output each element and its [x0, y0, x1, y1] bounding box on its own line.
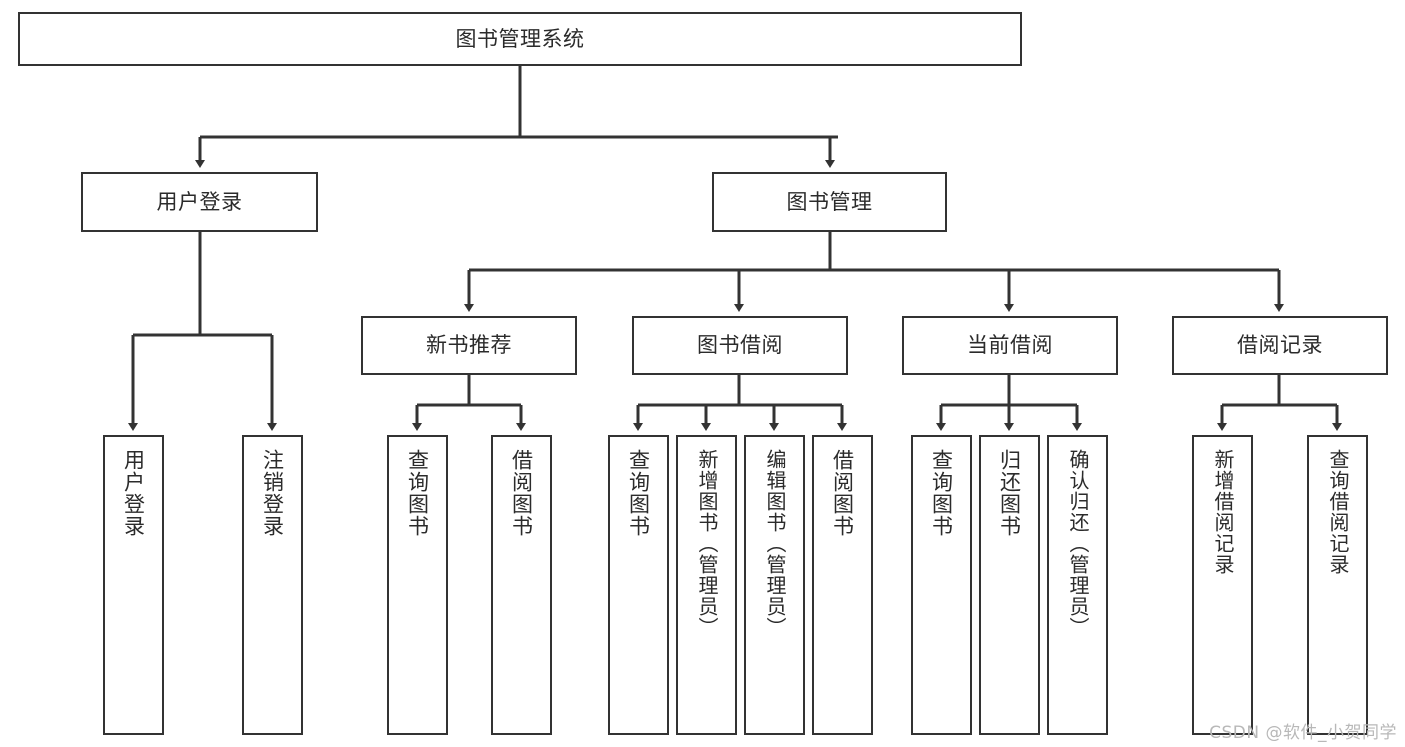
node-label: 新增图书（管理员）	[695, 449, 719, 638]
node-label: 图书借阅	[697, 333, 783, 358]
leaf-confirm-return-admin[interactable]: 确认归还（管理员）	[1047, 435, 1108, 735]
node-book-management[interactable]: 图书管理	[712, 172, 947, 232]
leaf-add-borrow-record[interactable]: 新增借阅记录	[1192, 435, 1253, 735]
leaf-query-borrow-record[interactable]: 查询借阅记录	[1307, 435, 1368, 735]
watermark-text: CSDN @软件_小贺同学	[1209, 723, 1397, 743]
node-label: 查询图书	[626, 449, 651, 537]
node-label: 查询图书	[929, 449, 954, 537]
node-label: 图书管理	[786, 189, 873, 214]
node-user-login[interactable]: 用户登录	[81, 172, 318, 232]
leaf-borrow-book-recommend[interactable]: 借阅图书	[491, 435, 552, 735]
node-label: 图书管理系统	[455, 26, 585, 51]
node-book-borrow[interactable]: 图书借阅	[632, 316, 848, 375]
leaf-query-book-borrow[interactable]: 查询图书	[608, 435, 669, 735]
leaf-borrow-book[interactable]: 借阅图书	[812, 435, 873, 735]
leaf-logout[interactable]: 注销登录	[242, 435, 303, 735]
leaf-return-book[interactable]: 归还图书	[979, 435, 1040, 735]
node-label: 借阅图书	[509, 449, 534, 537]
node-label: 归还图书	[997, 449, 1022, 537]
node-label: 查询借阅记录	[1326, 449, 1350, 575]
node-label: 借阅记录	[1237, 333, 1323, 358]
node-label: 确认归还（管理员）	[1066, 449, 1090, 638]
node-label: 新书推荐	[426, 333, 512, 358]
leaf-user-login[interactable]: 用户登录	[103, 435, 164, 735]
node-new-book-recommend[interactable]: 新书推荐	[361, 316, 577, 375]
node-label: 新增借阅记录	[1211, 449, 1235, 575]
node-borrow-records[interactable]: 借阅记录	[1172, 316, 1388, 375]
leaf-query-book-recommend[interactable]: 查询图书	[387, 435, 448, 735]
node-label: 注销登录	[260, 449, 285, 537]
leaf-edit-book-admin[interactable]: 编辑图书（管理员）	[744, 435, 805, 735]
node-label: 用户登录	[121, 449, 146, 537]
leaf-add-book-admin[interactable]: 新增图书（管理员）	[676, 435, 737, 735]
node-current-borrow[interactable]: 当前借阅	[902, 316, 1118, 375]
node-label: 借阅图书	[830, 449, 855, 537]
leaf-query-book-current[interactable]: 查询图书	[911, 435, 972, 735]
node-label: 编辑图书（管理员）	[763, 449, 787, 638]
node-label: 用户登录	[156, 189, 243, 214]
node-label: 查询图书	[405, 449, 430, 537]
node-root-system[interactable]: 图书管理系统	[18, 12, 1022, 66]
node-label: 当前借阅	[967, 333, 1053, 358]
